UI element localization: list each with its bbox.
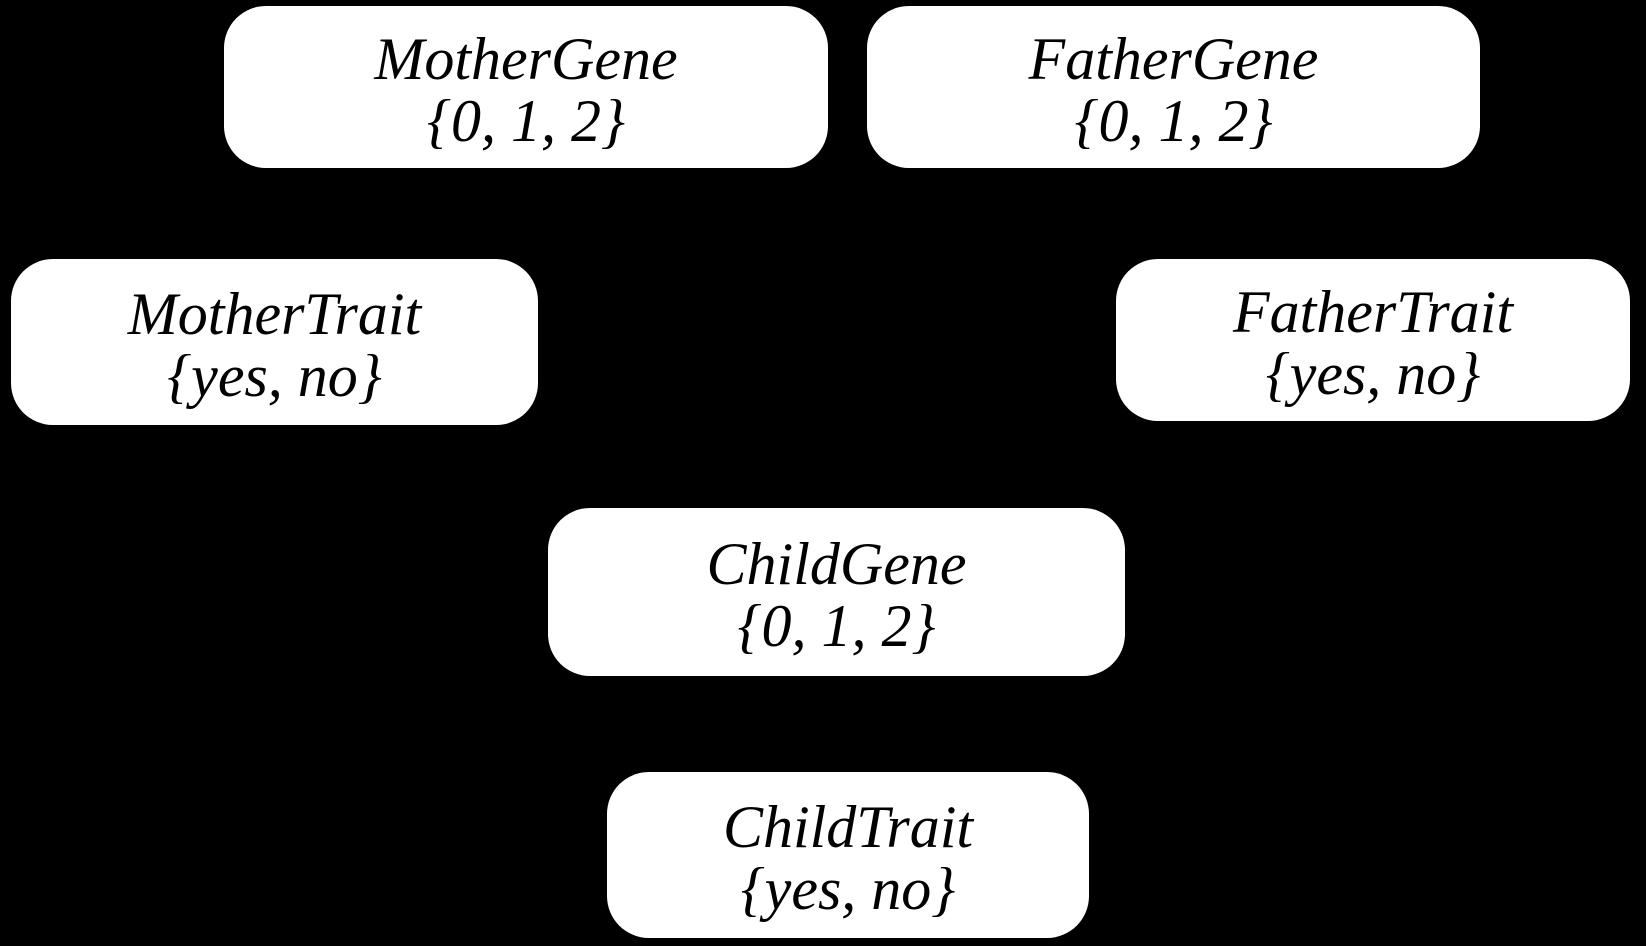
node-mother-trait-values: {yes, no} [167,343,382,409]
node-mother-gene: MotherGene {0, 1, 2} [224,6,828,168]
node-child-trait-label: ChildTrait [722,794,974,860]
node-mother-trait-label: MotherTrait [127,281,422,347]
node-father-trait-values: {yes, no} [1265,341,1481,407]
node-father-trait: FatherTrait {yes, no} [1116,259,1630,421]
node-father-gene-values: {0, 1, 2} [1074,88,1273,154]
node-father-trait-label: FatherTrait [1232,279,1514,345]
node-mother-trait: MotherTrait {yes, no} [11,259,538,425]
node-father-gene: FatherGene {0, 1, 2} [867,6,1480,168]
node-father-gene-label: FatherGene [1028,26,1319,92]
node-child-gene: ChildGene {0, 1, 2} [548,508,1125,676]
node-mother-gene-label: MotherGene [374,26,678,92]
node-mother-gene-values: {0, 1, 2} [427,88,625,154]
node-child-trait: ChildTrait {yes, no} [607,772,1089,938]
node-child-gene-label: ChildGene [706,531,967,597]
node-child-gene-values: {0, 1, 2} [737,593,936,659]
node-child-trait-values: {yes, no} [740,856,956,922]
